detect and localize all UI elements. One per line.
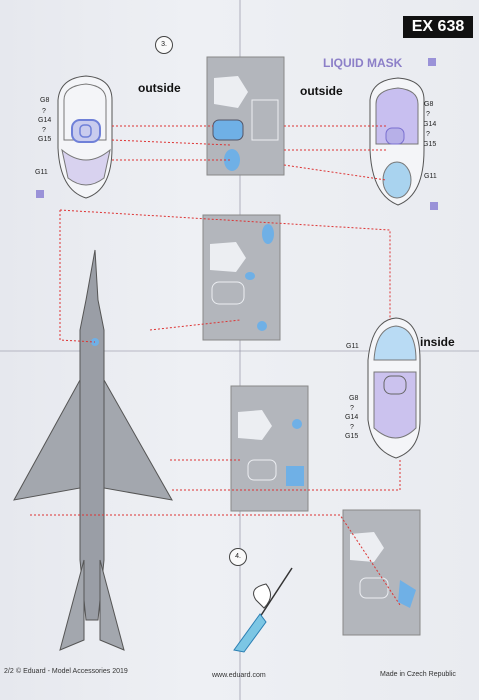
inside-label: inside — [420, 335, 455, 349]
mask-fret-4 — [342, 509, 421, 636]
part-code-g8-left: G8 — [40, 97, 50, 104]
question-icon: ? — [350, 424, 354, 431]
mask-fret-3 — [230, 385, 309, 512]
part-code-g15-inside: G15 — [345, 433, 359, 440]
page-number: 2/2 — [4, 668, 14, 675]
step-number-4: 4. — [229, 548, 247, 566]
brush-illustration — [233, 567, 293, 653]
question-icon: ? — [426, 131, 430, 138]
part-code-g14-inside: G14 — [345, 414, 359, 421]
aircraft-top-view — [13, 249, 173, 651]
copyright-text: © Eduard - Model Accessories 2019 — [16, 668, 128, 675]
origin-text: Made in Czech Republic — [380, 671, 456, 678]
outside-label-right: outside — [300, 84, 343, 98]
mask-fret-1 — [206, 56, 285, 176]
liquid-mask-label: LIQUID MASK — [323, 56, 403, 70]
question-icon: ? — [350, 405, 354, 412]
part-code-g14-right: G14 — [423, 121, 437, 128]
part-code-g11-inside: G11 — [346, 343, 359, 350]
outside-label-left: outside — [138, 81, 181, 95]
part-code-g11-left: G11 — [35, 169, 48, 176]
product-code-box: EX 638 — [403, 16, 473, 38]
part-code-g15-right: G15 — [423, 141, 437, 148]
part-code-g14-left: G14 — [38, 117, 52, 124]
question-icon: ? — [42, 127, 46, 134]
part-code-g8-inside: G8 — [349, 395, 359, 402]
fold-line-vertical — [239, 0, 241, 700]
canopy-outside-right — [369, 58, 438, 210]
website-text: www.eduard.com — [212, 672, 266, 679]
question-icon: ? — [426, 111, 430, 118]
fold-line-horizontal — [0, 350, 479, 352]
canopy-outside-left — [36, 75, 113, 199]
part-code-g8-right: G8 — [424, 101, 434, 108]
step-number-3: 3. — [155, 36, 173, 54]
question-icon: ? — [42, 108, 46, 115]
callout-lines — [30, 125, 401, 606]
mask-fret-2 — [202, 214, 281, 341]
part-code-g15-left: G15 — [38, 136, 52, 143]
canopy-inside — [367, 317, 421, 459]
part-code-g11-right: G11 — [424, 173, 437, 180]
